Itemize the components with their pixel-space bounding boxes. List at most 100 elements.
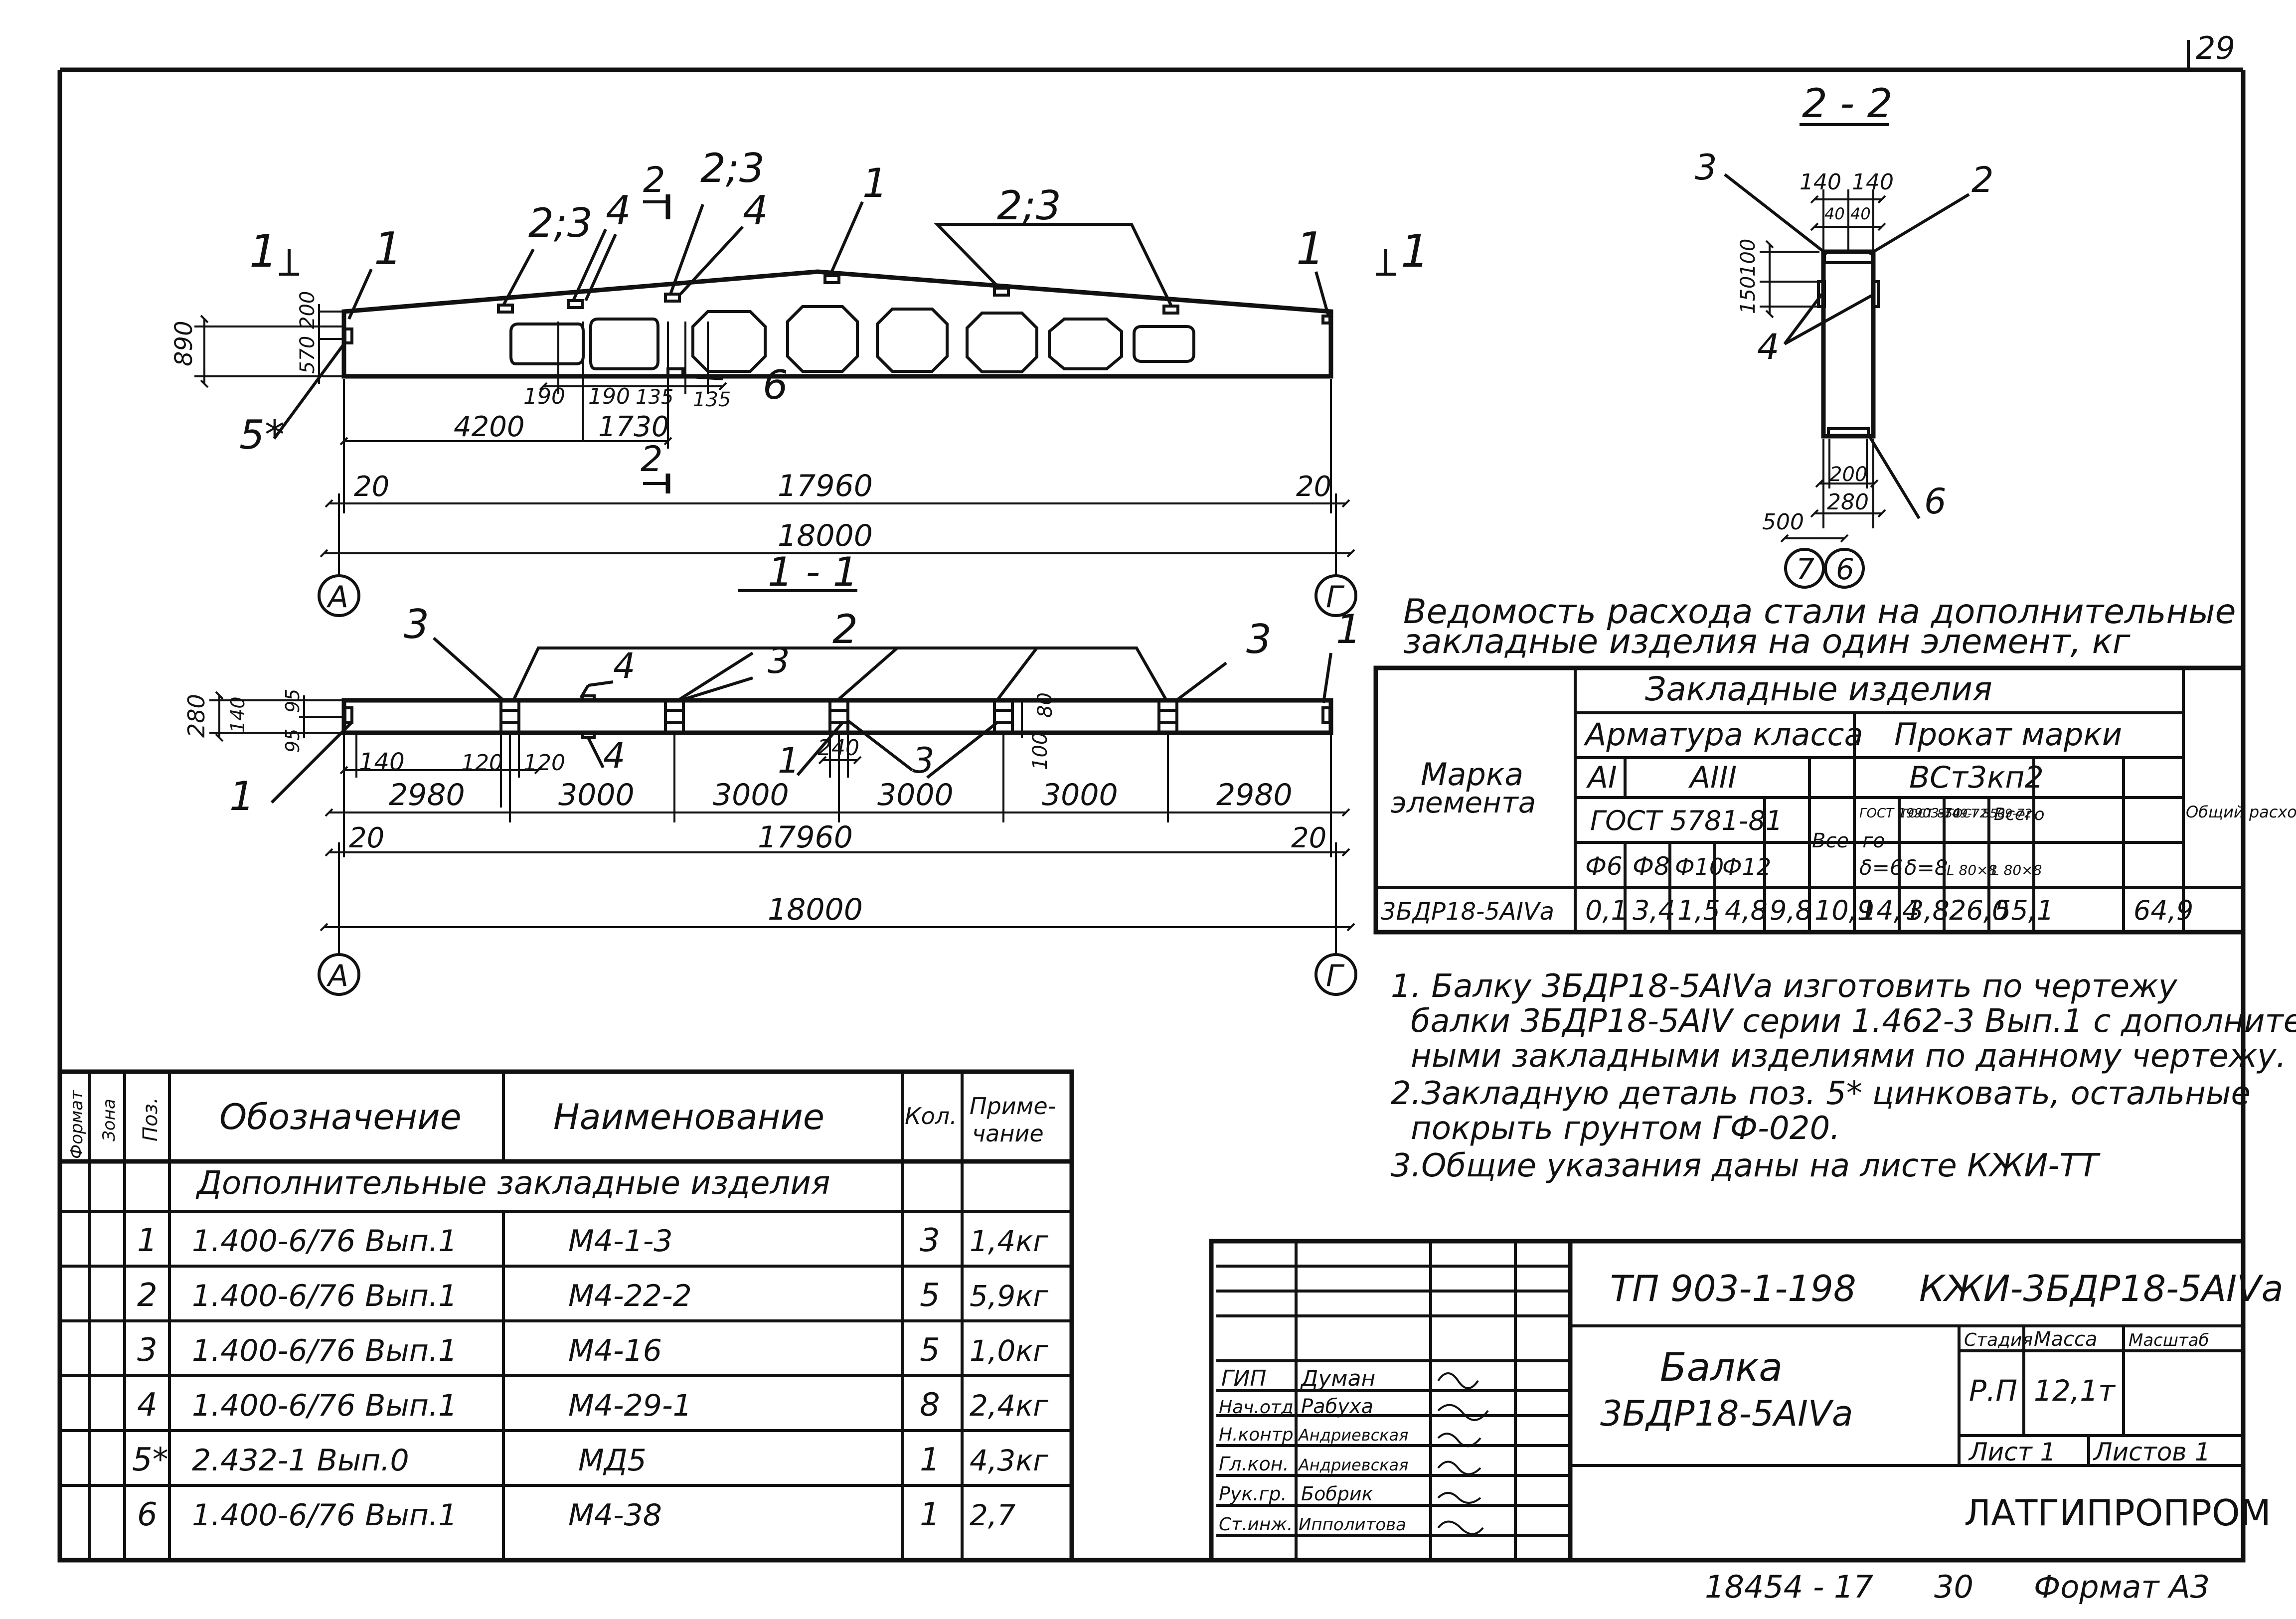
steel-h-a3: АIII <box>1688 760 1737 795</box>
section-dim-280: 280 <box>1827 489 1869 515</box>
spec-row-1-qty: 3 <box>920 1222 940 1259</box>
tb-person-6: Ипполитова <box>1299 1515 1406 1535</box>
elev-label-23c: 2;3 <box>997 182 1061 229</box>
steel-h-embed: Закладные изделия <box>1645 670 1992 708</box>
spec-row-2-note: 5,9кг <box>970 1279 1048 1313</box>
plan-dim-100: 100 <box>1029 732 1052 770</box>
steel-val-1: 0,1 <box>1585 895 1628 926</box>
plan-label-4b: 4 <box>603 735 626 776</box>
spec-row-5-qty: 1 <box>920 1442 940 1478</box>
tb-h-scale: Масштаб <box>2129 1330 2209 1350</box>
tb-person-5: Бобрик <box>1301 1483 1373 1505</box>
dim-190b: 190 <box>588 384 630 409</box>
steel-h-rebar: Арматура класса <box>1583 716 1863 753</box>
spec-row-4-name: М4-29-1 <box>568 1388 692 1423</box>
section-label-6: 6 <box>1924 481 1947 522</box>
elev-label-5: 5* <box>239 412 285 458</box>
spec-row-3-pos: 3 <box>137 1332 158 1369</box>
plan-label-3b: 3 <box>768 641 790 681</box>
spec-row-2-qty: 5 <box>920 1277 940 1314</box>
tb-person-3: Андриевская <box>1298 1426 1408 1445</box>
spec-row-2-desig: 1.400-6/76 Вып.1 <box>192 1279 457 1313</box>
section-label-3: 3 <box>1695 147 1717 188</box>
steel-val-10: 55,1 <box>1994 895 2054 926</box>
tb-code: ТП 903-1-198 <box>1610 1268 1856 1309</box>
plan-span-3: 3000 <box>713 778 789 812</box>
steel-table-title-1: Ведомость расхода стали на дополнительны… <box>1403 592 2236 632</box>
beam-elevation <box>194 194 1396 617</box>
dim-135b: 135 <box>693 388 731 411</box>
axis-a-bottom: А <box>326 959 348 993</box>
tb-sheet: Лист 1 <box>1968 1438 2056 1466</box>
plan-label-1r: 1 <box>1336 606 1361 652</box>
steel-col-4: Ф12 <box>1722 853 1771 880</box>
steel-h-st: ВСт3кп2 <box>1909 760 2044 795</box>
section-axis-6: 6 <box>1836 552 1854 586</box>
spec-row-6-desig: 1.400-6/76 Вып.1 <box>192 1498 457 1533</box>
section-dim-150: 150 <box>1737 276 1760 314</box>
general-notes: 1. Балку 3БДР18-5АIVа изготовить по черт… <box>1391 968 2296 1184</box>
tb-name-2: 3БДР18-5АIVа <box>1600 1393 1853 1434</box>
spec-row-4-qty: 8 <box>920 1387 940 1424</box>
steel-table-text: Марка элемента Закладные изделия Арматур… <box>1381 670 2296 926</box>
plan-dim-20a: 20 <box>349 822 384 854</box>
dim-200: 200 <box>296 291 319 329</box>
section-dim-100: 100 <box>1737 239 1760 277</box>
steel-h-mark-1: Марка <box>1421 756 1523 793</box>
elev-label-1b: 1 <box>862 160 888 206</box>
elev-label-23a: 2;3 <box>528 200 593 246</box>
section-dim-200: 200 <box>1829 463 1867 486</box>
bottom-format: Формат А3 <box>2034 1569 2210 1605</box>
note-1c: ными закладными изделиями по данному чер… <box>1411 1038 2286 1075</box>
steel-table-title-2: закладные изделия на один элемент, кг <box>1403 622 2131 661</box>
tb-name-1: Балка <box>1660 1345 1783 1390</box>
note-3: 3.Общие указания даны на листе КЖИ-ТТ <box>1391 1147 2101 1184</box>
section-dim-500: 500 <box>1762 509 1804 535</box>
spec-row-1-note: 1,4кг <box>970 1224 1048 1258</box>
section-dim-140b: 140 <box>1852 169 1894 195</box>
note-1b: балки 3БДР18-5АIV серии 1.462-3 Вып.1 с … <box>1411 1003 2296 1040</box>
steel-col-3: Ф10 <box>1675 853 1724 880</box>
spec-h-zone: Зона <box>99 1099 119 1141</box>
spec-row-2-pos: 2 <box>137 1277 158 1314</box>
steel-h-rolled: Прокат марки <box>1894 716 2122 753</box>
plan-dim-17960: 17960 <box>758 820 853 855</box>
steel-val-3: 1,5 <box>1677 895 1720 926</box>
elev-label-1c: 1 <box>1296 223 1324 275</box>
dim-135a: 135 <box>636 386 673 409</box>
steel-col-6: δ=8 <box>1904 855 1948 880</box>
tb-role-5: Рук.гр. <box>1219 1483 1287 1505</box>
page-number: 29 <box>2196 30 2235 66</box>
signature-marks <box>1437 1372 1489 1535</box>
tb-role-2: Нач.отд. <box>1219 1397 1299 1418</box>
elev-label-2b: 2 <box>641 439 663 480</box>
dim-17960: 17960 <box>778 469 873 503</box>
spec-h-desig: Обозначение <box>219 1097 462 1137</box>
note-2b: покрыть грунтом ГФ-020. <box>1411 1110 1840 1147</box>
steel-val-5: 9,8 <box>1770 895 1812 926</box>
spec-text: Формат Зона Поз. Обозначение Наименовани… <box>67 1090 1056 1533</box>
sec-1-left: 1 <box>249 225 278 278</box>
tb-role-3: Н.контр. <box>1219 1425 1299 1445</box>
elev-label-2: 2 <box>643 160 665 200</box>
spec-row-5-desig: 2.432-1 Вып.0 <box>192 1443 409 1478</box>
spec-h-qty: Кол. <box>905 1103 957 1130</box>
steel-h-gost3: ГОСТ 8509-72 <box>1902 807 1987 820</box>
elev-label-4b: 4 <box>743 187 768 234</box>
plan-label-1m: 1 <box>778 740 800 781</box>
dim-1730: 1730 <box>598 411 669 443</box>
steel-col-2: Ф8 <box>1633 852 1670 881</box>
plan-span-6: 2980 <box>1216 778 1293 812</box>
plan-label-3a: 3 <box>404 601 429 648</box>
spec-row-4-note: 2,4кг <box>970 1389 1048 1423</box>
spec-h-format: Формат <box>67 1090 87 1159</box>
steel-h-gost1: ГОСТ 5781-81 <box>1590 805 1783 836</box>
spec-h-note-2: чание <box>972 1120 1044 1147</box>
steel-col-1: Ф6 <box>1585 852 1623 881</box>
spec-row-2-name: М4-22-2 <box>568 1279 692 1313</box>
tb-org: ЛАТГИПРОПРОМ <box>1964 1492 2271 1534</box>
spec-row-3-desig: 1.400-6/76 Вып.1 <box>192 1333 457 1368</box>
tb-sheets: Листов 1 <box>2093 1438 2210 1466</box>
elev-label-1a: 1 <box>374 223 402 275</box>
